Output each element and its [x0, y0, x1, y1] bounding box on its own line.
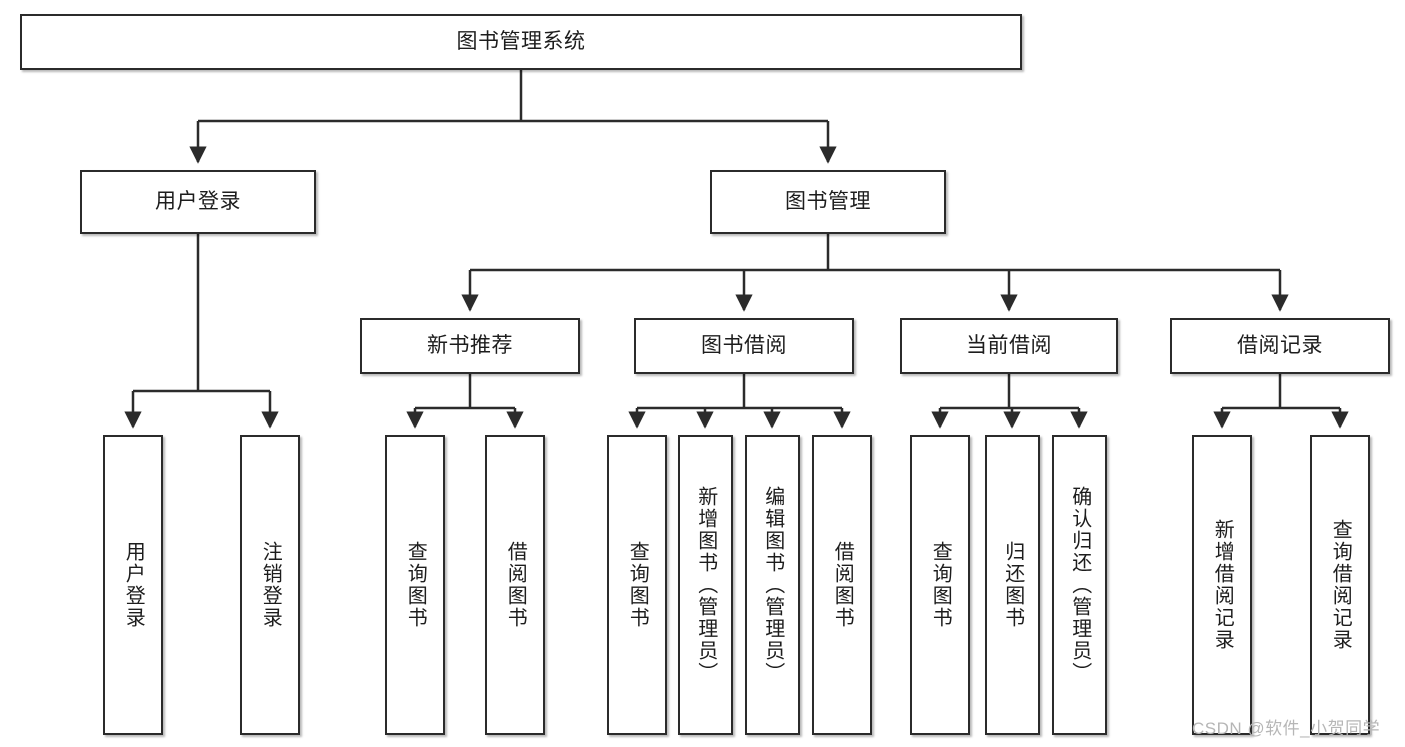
node-leaf-confirm-return-admin-label: 确认归还（管理员） — [1068, 486, 1091, 684]
node-leaf-user-login[interactable]: 用户登录 — [103, 435, 163, 735]
node-borrow-record[interactable]: 借阅记录 — [1170, 318, 1390, 374]
node-leaf-add-borrow-record[interactable]: 新增借阅记录 — [1192, 435, 1252, 735]
node-leaf-user-logout[interactable]: 注销登录 — [240, 435, 300, 735]
node-leaf-borrow-book-rec-label: 借阅图书 — [504, 541, 527, 629]
node-leaf-add-borrow-record-label: 新增借阅记录 — [1211, 519, 1234, 651]
node-leaf-query-book-bor[interactable]: 查询图书 — [607, 435, 667, 735]
node-leaf-edit-book-admin[interactable]: 编辑图书（管理员） — [745, 435, 800, 735]
node-leaf-borrow-book-bor[interactable]: 借阅图书 — [812, 435, 872, 735]
node-leaf-user-login-label: 用户登录 — [122, 541, 145, 629]
node-current-borrow[interactable]: 当前借阅 — [900, 318, 1118, 374]
node-borrow-record-label: 借阅记录 — [1237, 333, 1323, 357]
node-root[interactable]: 图书管理系统 — [20, 14, 1022, 70]
node-leaf-query-book-rec-label: 查询图书 — [404, 541, 427, 629]
node-root-label: 图书管理系统 — [456, 29, 586, 53]
node-user-login-label: 用户登录 — [155, 189, 241, 213]
node-leaf-return-book-label: 归还图书 — [1001, 541, 1024, 629]
node-book-manage-label: 图书管理 — [785, 189, 871, 213]
node-leaf-query-book-cur-label: 查询图书 — [929, 541, 952, 629]
node-leaf-return-book[interactable]: 归还图书 — [985, 435, 1040, 735]
node-leaf-query-borrow-record[interactable]: 查询借阅记录 — [1310, 435, 1370, 735]
node-new-book-recommend[interactable]: 新书推荐 — [360, 318, 580, 374]
node-leaf-add-book-admin-label: 新增图书（管理员） — [694, 486, 717, 684]
watermark-text: CSDN @软件_小贺同学 — [1192, 719, 1381, 738]
node-book-manage[interactable]: 图书管理 — [710, 170, 946, 234]
node-leaf-borrow-book-rec[interactable]: 借阅图书 — [485, 435, 545, 735]
node-book-borrow[interactable]: 图书借阅 — [634, 318, 854, 374]
node-leaf-edit-book-admin-label: 编辑图书（管理员） — [761, 486, 784, 684]
node-leaf-query-book-rec[interactable]: 查询图书 — [385, 435, 445, 735]
node-leaf-query-borrow-record-label: 查询借阅记录 — [1329, 519, 1352, 651]
node-book-borrow-label: 图书借阅 — [701, 333, 787, 357]
node-leaf-add-book-admin[interactable]: 新增图书（管理员） — [678, 435, 733, 735]
node-new-book-recommend-label: 新书推荐 — [427, 333, 513, 357]
node-leaf-query-book-cur[interactable]: 查询图书 — [910, 435, 970, 735]
node-leaf-query-book-bor-label: 查询图书 — [626, 541, 649, 629]
node-leaf-user-logout-label: 注销登录 — [259, 541, 282, 629]
node-user-login[interactable]: 用户登录 — [80, 170, 316, 234]
node-leaf-borrow-book-bor-label: 借阅图书 — [831, 541, 854, 629]
node-leaf-confirm-return-admin[interactable]: 确认归还（管理员） — [1052, 435, 1107, 735]
node-current-borrow-label: 当前借阅 — [966, 333, 1052, 357]
